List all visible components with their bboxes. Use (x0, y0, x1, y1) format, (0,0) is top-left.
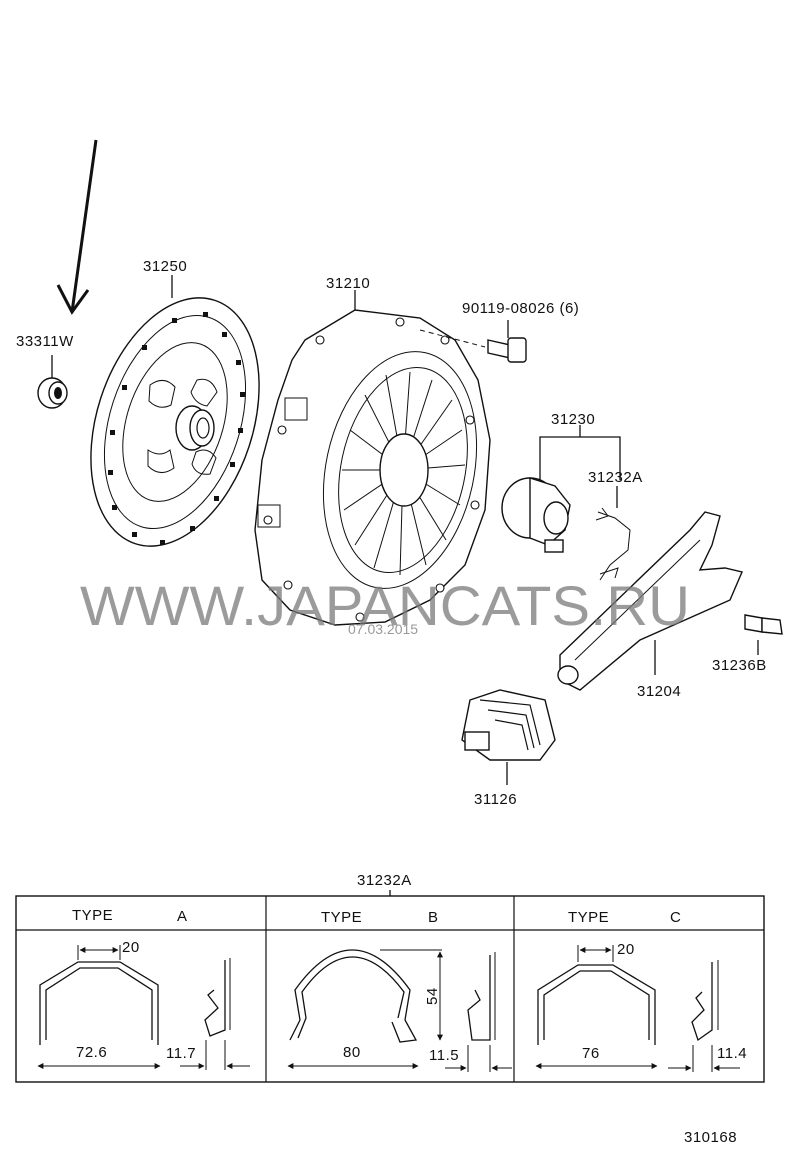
type-c-label: TYPE (568, 909, 609, 926)
type-b-label: TYPE (321, 909, 362, 926)
watermark: WWW.JAPANCATS.RU (80, 574, 690, 637)
boot (461, 689, 556, 785)
pointer-arrow (56, 139, 98, 315)
type-b-drawing (287, 949, 512, 1072)
type-b-width: 80 (343, 1044, 361, 1061)
type-a-width: 72.6 (76, 1044, 107, 1061)
type-c-letter: C (670, 909, 681, 926)
pilot-bearing (37, 355, 68, 409)
type-c-width: 76 (582, 1045, 600, 1062)
pivot-bolt (744, 614, 783, 655)
part-label-31232a: 31232A (588, 469, 643, 486)
type-b-letter: B (428, 909, 439, 926)
release-clip (595, 486, 631, 581)
clutch-disc (90, 275, 260, 547)
part-label-31236b: 31236B (712, 657, 767, 674)
part-label-31126: 31126 (474, 791, 517, 808)
release-fork (557, 511, 743, 691)
type-a-drawing (37, 945, 250, 1070)
table-title: 31232A (357, 872, 412, 889)
type-a-label: TYPE (72, 907, 113, 924)
type-c-top: 20 (617, 941, 635, 958)
type-b-side: 11.5 (429, 1047, 459, 1064)
types-table (15, 895, 765, 1083)
release-bearing (501, 425, 621, 553)
type-a-top: 20 (122, 939, 140, 956)
part-label-31250: 31250 (143, 258, 187, 275)
part-label-90119: 90119-08026 (6) (462, 300, 579, 317)
type-b-height: 54 (424, 987, 441, 1005)
part-label-31204: 31204 (637, 683, 681, 700)
bolt (487, 320, 527, 363)
watermark-date: 07.03.2015 (348, 621, 418, 637)
part-label-33311w: 33311W (16, 333, 74, 350)
type-a-letter: A (177, 908, 188, 925)
clutch-cover (254, 290, 491, 626)
part-label-31210: 31210 (326, 275, 370, 292)
type-c-side: 11.4 (717, 1045, 747, 1062)
diagram-number: 310168 (684, 1129, 737, 1146)
part-label-31230: 31230 (551, 411, 595, 428)
type-c-drawing (535, 945, 740, 1072)
type-a-side: 11.7 (166, 1045, 196, 1062)
